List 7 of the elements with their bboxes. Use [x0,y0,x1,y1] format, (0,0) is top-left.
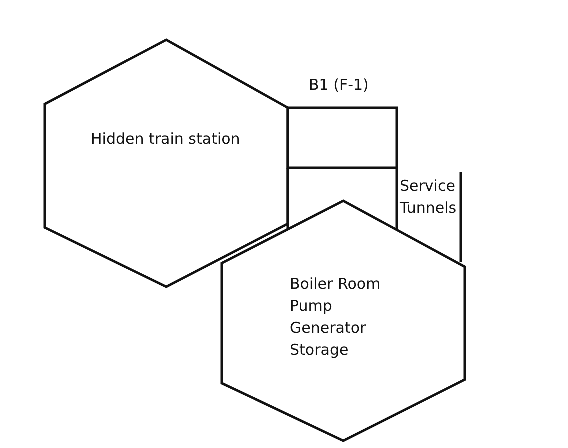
room-label: Hidden train station [91,129,240,150]
room-label: Boiler Room [290,274,381,295]
area-label: Service Tunnels [400,176,458,219]
room-label: Pump [290,296,332,317]
room-label: Generator [290,318,366,339]
room-heading: B1 (F-1) [309,75,369,96]
room-label: Storage [290,340,349,361]
